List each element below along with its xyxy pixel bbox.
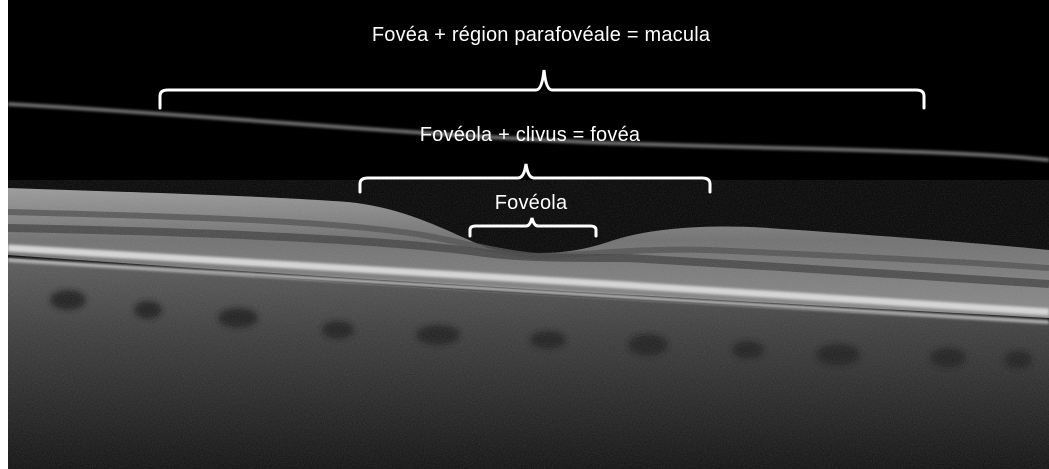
macula-label: Fovéa + région parafovéale = macula xyxy=(372,24,710,47)
oct-scan-image: Fovéa + région parafovéale = macula Fové… xyxy=(8,0,1049,469)
annotation-brackets xyxy=(8,0,1049,469)
foveola-label: Fovéola xyxy=(495,192,568,215)
fovea-label: Fovéola + clivus = fovéa xyxy=(420,124,640,147)
macula-bracket xyxy=(160,70,924,108)
foveola-bracket xyxy=(470,218,596,236)
fovea-bracket xyxy=(360,164,710,192)
